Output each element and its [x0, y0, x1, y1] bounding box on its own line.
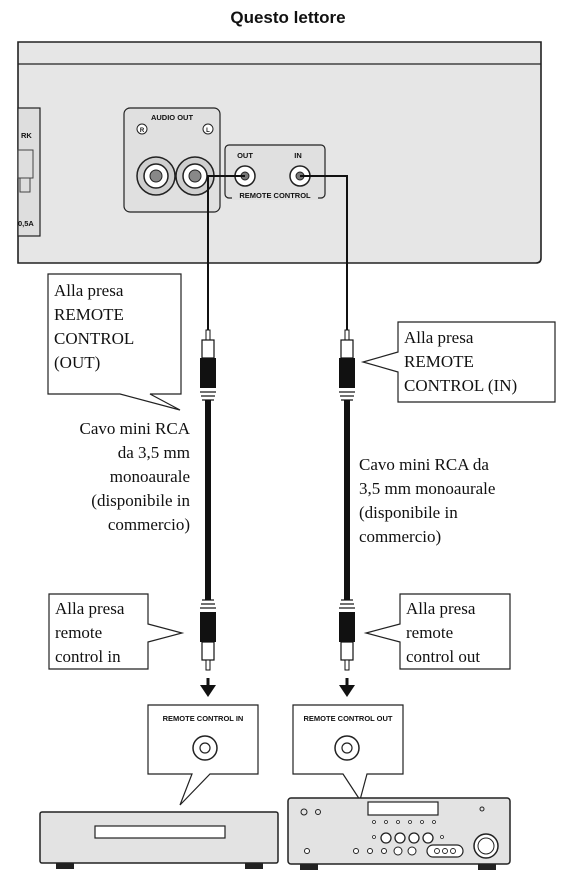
player-rear-panel: RK 0,5A AUDIO OUT R L OUT IN [17, 41, 542, 264]
player-device-icon [39, 811, 279, 869]
callout-bottom-left-line-1: Alla presa [55, 599, 125, 618]
diagram-title: Questo lettore [230, 8, 346, 27]
callout-top-right: Alla presa REMOTE CONTROL (IN) [360, 321, 556, 403]
callout-jack-left: REMOTE CONTROL IN [147, 704, 259, 806]
callout-bottom-left-line-2: remote [55, 623, 102, 642]
rating-label: 0,5A [18, 219, 34, 228]
arrow-down-left-icon [200, 678, 216, 697]
cable-right-line-2: 3,5 mm monoaurale [359, 479, 495, 498]
cable-left-line-3: monoaurale [110, 467, 190, 486]
receiver-device-icon [287, 797, 511, 870]
remote-control-label: REMOTE CONTROL [239, 191, 311, 200]
cable-right-line-4: commercio) [359, 527, 441, 546]
callout-top-right-line-3: CONTROL (IN) [404, 376, 517, 395]
cable-right-label: Cavo mini RCA da 3,5 mm monoaurale (disp… [359, 455, 495, 546]
audio-r-label: R [140, 128, 145, 134]
callout-top-right-line-1: Alla presa [404, 328, 474, 347]
callout-top-left-line-3: CONTROL [54, 329, 134, 348]
callout-top-left-line-2: REMOTE [54, 305, 124, 324]
arrow-down-right-icon [339, 678, 355, 697]
cable-left-label: Cavo mini RCA da 3,5 mm monoaurale (disp… [79, 419, 190, 534]
callout-bottom-right-line-1: Alla presa [406, 599, 476, 618]
cable-right-line-1: Cavo mini RCA da [359, 455, 489, 474]
cable-left-line-2: da 3,5 mm [118, 443, 190, 462]
callout-bottom-right-line-3: control out [406, 647, 480, 666]
audio-jack-r [136, 156, 176, 196]
cable-left-line-5: commercio) [108, 515, 190, 534]
cable-right-line-3: (disponibile in [359, 503, 458, 522]
callout-top-right-line-2: REMOTE [404, 352, 474, 371]
audio-l-label: L [206, 128, 210, 134]
jack-left-label: REMOTE CONTROL IN [163, 714, 244, 723]
remote-in-label: IN [294, 151, 302, 160]
callout-bottom-left: Alla presa remote control in [48, 593, 185, 670]
remote-out-label: OUT [237, 151, 253, 160]
left-cable [200, 175, 245, 671]
audio-out-label: AUDIO OUT [151, 113, 194, 122]
cable-left-line-4: (disponibile in [91, 491, 190, 510]
callout-bottom-left-line-3: control in [55, 647, 121, 666]
right-cable [300, 175, 355, 671]
network-label: RK [21, 131, 32, 140]
callout-top-left-line-1: Alla presa [54, 281, 124, 300]
callout-top-left-line-4: (OUT) [54, 353, 100, 372]
callout-jack-right: REMOTE CONTROL OUT [292, 704, 404, 802]
callout-top-left: Alla presa REMOTE CONTROL (OUT) [47, 273, 182, 411]
cable-left-line-1: Cavo mini RCA [79, 419, 190, 438]
jack-right-label: REMOTE CONTROL OUT [303, 714, 392, 723]
callout-bottom-right: Alla presa remote control out [363, 593, 511, 670]
callout-bottom-right-line-2: remote [406, 623, 453, 642]
